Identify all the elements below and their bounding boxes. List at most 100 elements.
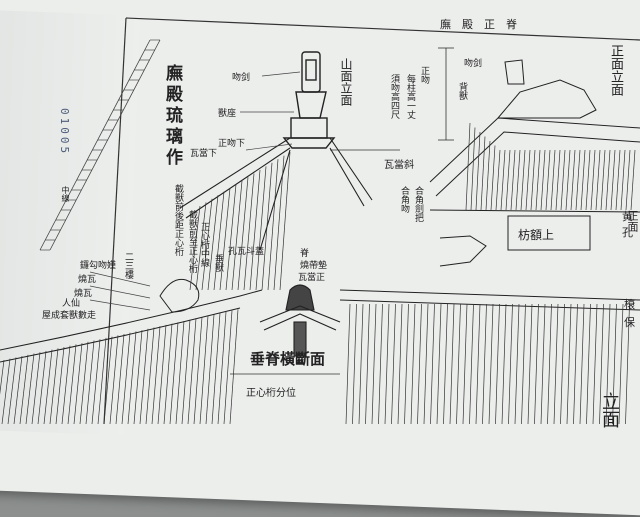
document-stamp: 01005 bbox=[58, 108, 71, 157]
side-label-yellow: 黄 bbox=[622, 210, 633, 223]
tile-line bbox=[505, 149, 511, 211]
tile-line bbox=[500, 149, 506, 211]
tile-line bbox=[181, 319, 191, 424]
ridge-chiwen bbox=[282, 51, 336, 149]
tile-line bbox=[121, 332, 131, 424]
tile-line bbox=[625, 149, 631, 211]
header-title: 廡殿正脊 bbox=[440, 18, 528, 31]
back-beast-label: 背獸 bbox=[457, 82, 467, 100]
tile-line bbox=[213, 191, 225, 291]
left-list-2: 燒瓦 bbox=[78, 275, 97, 285]
tile-line bbox=[384, 303, 390, 424]
tile-line bbox=[490, 145, 496, 211]
hanging-ridge-title: 垂脊橫斷面 bbox=[250, 350, 326, 368]
tile-line bbox=[575, 149, 581, 211]
main-title: 廡殿琉璃作 bbox=[162, 64, 182, 169]
beast-col-5: 二三樓 bbox=[123, 252, 133, 279]
tile-line bbox=[157, 324, 167, 424]
side-label-bao: 保 bbox=[624, 316, 635, 329]
tile-line bbox=[565, 149, 571, 211]
tile-line bbox=[371, 303, 377, 424]
tile-line bbox=[79, 341, 89, 424]
eave-left bbox=[0, 278, 263, 424]
tile-line bbox=[103, 336, 113, 424]
beast-col-1: 垂獸 bbox=[213, 254, 223, 272]
tile-line bbox=[37, 350, 47, 424]
tile-line bbox=[482, 303, 487, 424]
leader-lines bbox=[89, 71, 301, 311]
tile-line bbox=[462, 303, 468, 424]
tile-line bbox=[465, 122, 471, 211]
tile-line bbox=[610, 149, 616, 211]
tile-line bbox=[540, 149, 546, 211]
tile-line bbox=[443, 303, 448, 424]
tile-line bbox=[145, 327, 155, 424]
tile-line bbox=[560, 149, 566, 211]
vertical-scale bbox=[39, 39, 161, 251]
tile-line bbox=[91, 339, 101, 424]
tile-line bbox=[475, 303, 481, 424]
tile-line bbox=[580, 149, 586, 211]
tile-line bbox=[480, 136, 486, 211]
tile-eave-label: 瓦當下 bbox=[190, 149, 218, 159]
gable-elevation-label: 山面立面 bbox=[339, 58, 353, 106]
tile-line bbox=[133, 330, 143, 424]
tile-line bbox=[410, 303, 416, 424]
corner-label-2: 合角吻 bbox=[399, 186, 409, 213]
tile-line bbox=[345, 303, 351, 424]
dimension-lines bbox=[230, 47, 454, 375]
tile-line bbox=[417, 303, 422, 424]
tile-line bbox=[495, 303, 500, 424]
beast-col-4: 截獸前後距正心桁 bbox=[173, 184, 183, 256]
tile-line bbox=[521, 303, 526, 424]
tile-line bbox=[495, 149, 501, 211]
tile-line bbox=[237, 177, 249, 291]
tile-line bbox=[520, 149, 526, 211]
tile-line bbox=[436, 303, 442, 424]
tile-line bbox=[625, 303, 630, 424]
tile-line bbox=[55, 346, 65, 424]
tile-line bbox=[573, 303, 578, 424]
left-border bbox=[103, 17, 127, 424]
chiwen-sword-right: 吻剑 bbox=[464, 59, 483, 69]
tile-line bbox=[449, 303, 455, 424]
beast-col-3: 截獸前至正心桁 bbox=[187, 210, 197, 273]
tile-line bbox=[255, 166, 267, 291]
tile-line bbox=[187, 318, 197, 424]
tile-line bbox=[605, 303, 611, 424]
tile-line bbox=[195, 202, 207, 291]
tile-line bbox=[243, 173, 255, 291]
tile-line bbox=[25, 353, 35, 424]
tile-line bbox=[279, 151, 291, 291]
tile-line bbox=[508, 303, 513, 424]
tile-line bbox=[470, 127, 476, 211]
tile-line bbox=[605, 149, 611, 211]
tile-line bbox=[115, 333, 125, 424]
tile-line bbox=[514, 303, 520, 424]
tile-line bbox=[540, 303, 546, 424]
tile-line bbox=[217, 311, 227, 424]
tile-line bbox=[219, 187, 231, 291]
tile-line bbox=[515, 149, 521, 211]
side-label-kong: 孔 bbox=[622, 226, 633, 239]
ridge-detail-4: 孔瓦斗蓋 bbox=[228, 247, 265, 257]
tile-line bbox=[630, 149, 636, 211]
tile-line bbox=[566, 303, 572, 424]
tile-line bbox=[207, 195, 219, 291]
tile-line bbox=[201, 198, 213, 291]
tile-line bbox=[7, 357, 17, 424]
tile-line bbox=[249, 169, 261, 291]
tile-line bbox=[67, 344, 77, 424]
tile-line bbox=[592, 303, 598, 424]
tile-line bbox=[231, 180, 243, 291]
tile-line bbox=[618, 303, 624, 424]
tile-line bbox=[586, 303, 591, 424]
left-list-5: 屋成套獸數走 bbox=[42, 311, 97, 321]
tile-line bbox=[585, 149, 591, 211]
note-2: 每柱高一丈 bbox=[405, 74, 415, 119]
tile-line bbox=[560, 303, 565, 424]
beast-col-2: 正心桁中線 bbox=[199, 222, 209, 267]
tile-line bbox=[599, 303, 604, 424]
tile-line bbox=[1, 358, 11, 424]
front-elevation-label: 正面立面 bbox=[608, 44, 623, 96]
